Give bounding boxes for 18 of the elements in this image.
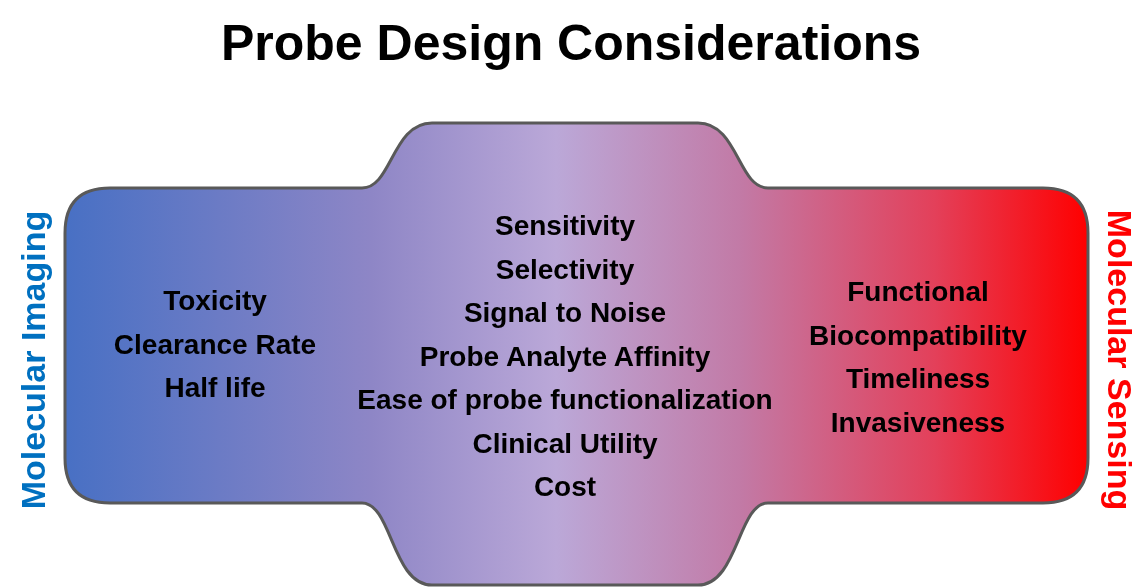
consideration-text: Invasiveness bbox=[830, 406, 1006, 439]
consideration-text: Selectivity bbox=[495, 253, 635, 286]
consideration-text: Ease of probe functionalization bbox=[357, 384, 773, 416]
consideration-text: Cost bbox=[533, 471, 597, 503]
consideration-text: Toxicity bbox=[163, 285, 267, 317]
consideration-text: Timeliness bbox=[845, 363, 991, 395]
consideration-text: Half life bbox=[164, 372, 266, 404]
consideration-text: Sensitivity bbox=[494, 210, 636, 242]
consideration-text: Functional bbox=[847, 276, 989, 308]
consideration-text: Probe Analyte Affinity bbox=[419, 340, 711, 373]
consideration-text: Signal to Noise bbox=[463, 297, 667, 329]
side-label: Molecular Imaging bbox=[13, 210, 52, 510]
consideration-text: Clinical Utility bbox=[472, 427, 658, 460]
title: Probe Design Considerations bbox=[220, 14, 922, 72]
consideration-text: Clearance Rate bbox=[113, 328, 317, 361]
side-label: Molecular Sensing bbox=[1101, 209, 1140, 511]
cross-shaped-band bbox=[62, 120, 1092, 587]
consideration-text: Biocompatibility bbox=[809, 319, 1027, 352]
